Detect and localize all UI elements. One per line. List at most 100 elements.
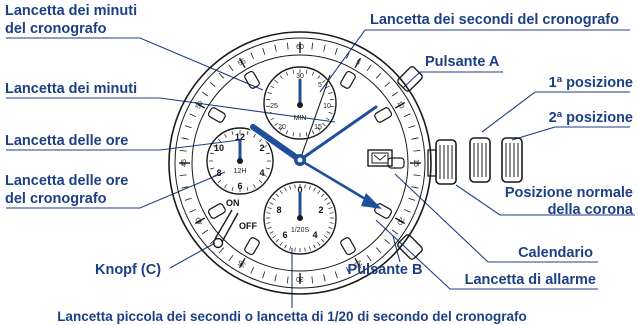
alarm-hand	[299, 158, 368, 202]
bezel-tick	[238, 257, 246, 269]
on-off-switch: ON OFF	[214, 198, 257, 243]
subdial-tick	[274, 122, 278, 127]
bezel-tick	[384, 81, 391, 87]
subdial-tick	[231, 131, 234, 135]
bezel-tick	[228, 254, 234, 262]
bezel-tick	[334, 271, 338, 279]
subdial-tick	[305, 132, 308, 137]
subdial-tick	[325, 117, 330, 121]
leader-pusher-a	[402, 71, 503, 89]
subdial-tick	[258, 179, 263, 184]
subdial-tick	[285, 71, 289, 76]
pusher-a[interactable]	[397, 66, 424, 93]
subdial-tick	[213, 145, 217, 148]
small-second-subdial: 0 2 4 6 8 1/20S	[263, 181, 337, 255]
subdial-tick	[322, 122, 326, 127]
bezel-tick	[311, 276, 313, 284]
twentieth-subdial-label: 1/20S	[291, 227, 310, 234]
outer-case	[168, 31, 432, 295]
label-hour-hand: Lancetta delle ore	[5, 133, 128, 149]
bezel-tick	[209, 81, 216, 87]
bezel-tick	[274, 44, 277, 52]
minute-hand	[298, 105, 378, 162]
knob-c[interactable]	[212, 237, 224, 249]
subdial-tick	[313, 187, 316, 192]
subdial-tick	[308, 246, 311, 251]
bezel-tick	[354, 57, 362, 69]
subdial-tick	[317, 242, 321, 246]
subdial-tick	[272, 197, 276, 201]
min-subdial-label: MIN	[294, 115, 307, 122]
bezel-tick	[238, 57, 246, 69]
label-chrono-hour-1: Lancetta delle ore	[5, 173, 128, 189]
bezel-tick	[228, 64, 234, 72]
bezel-tick	[194, 217, 206, 225]
twentieth-subdial-8: 8	[276, 205, 281, 215]
subdial-tick	[275, 238, 280, 243]
label-chrono-minute-1: Lancetta dei minuti	[5, 3, 137, 19]
bezel-tick	[366, 254, 372, 262]
bezel-number: 25	[353, 258, 363, 268]
subdial-tick	[263, 145, 267, 148]
twentieth-subdial-2: 2	[318, 205, 323, 215]
subdial-tick	[279, 127, 283, 131]
subdial-tick	[267, 226, 272, 229]
label-pusher-a: Pulsante A	[425, 54, 500, 70]
twentieth-subdial-0: 0	[297, 185, 302, 195]
subdial-tick	[317, 190, 321, 194]
dial-edge	[191, 54, 409, 272]
bezel-number: 55	[237, 58, 247, 68]
subdial-tick	[284, 187, 287, 192]
bezel-number: 20	[395, 216, 405, 226]
hour-marker	[374, 107, 393, 123]
subdial-tick	[270, 117, 275, 121]
bezel-tick	[334, 47, 338, 55]
subdial-tick	[272, 235, 276, 239]
pusher-b[interactable]	[397, 234, 424, 261]
bezel-tick	[262, 271, 266, 279]
bezel-tick	[346, 52, 350, 60]
bezel-tick	[274, 274, 277, 282]
subdial-tick	[274, 79, 278, 84]
subdial-tick	[320, 193, 325, 198]
subdial-tick	[279, 190, 283, 194]
crown-at-case[interactable]	[427, 149, 437, 177]
hour-subdial-4: 4	[259, 168, 264, 178]
subdial-tick	[329, 222, 334, 224]
subdial-tick	[285, 130, 289, 135]
min-subdial-ticks	[266, 69, 334, 137]
bezel-tick	[391, 229, 399, 235]
subdial-tick	[279, 242, 283, 246]
leader-chrono-hour	[6, 171, 226, 209]
bezel-tick	[403, 209, 411, 213]
label-chrono-second: Lancetta dei secondi del cronografo	[370, 12, 619, 28]
subdial-tick	[210, 167, 214, 170]
on-label: ON	[226, 198, 240, 208]
label-small-second: Lancetta piccola dei secondi o lancetta …	[57, 309, 527, 324]
bezel-tick	[323, 274, 326, 282]
main-hands	[249, 74, 382, 209]
subdial-tick	[266, 99, 271, 101]
crown-first-position	[469, 137, 491, 183]
subdial-tick	[289, 185, 292, 190]
bezel-tick	[394, 217, 406, 225]
hour-marker	[340, 237, 356, 256]
bezel-tick	[391, 91, 399, 97]
crown-second-position	[501, 137, 523, 183]
hour-marker	[340, 70, 356, 89]
bezel-tick	[201, 229, 209, 235]
alarm-hand-tip	[361, 193, 382, 209]
hour-subdial-2: 2	[259, 143, 264, 153]
bezel-tick	[189, 113, 197, 117]
bezel-number: 50	[195, 100, 205, 110]
subdial-tick	[311, 71, 315, 76]
subdial-tick	[284, 244, 287, 249]
bezel-tick	[413, 150, 421, 152]
bezel-tick	[366, 64, 372, 72]
hour-marker	[207, 107, 226, 123]
bezel-tick	[250, 52, 254, 60]
min-subdial-30: 30	[296, 73, 304, 80]
subdial-tick	[317, 75, 321, 79]
